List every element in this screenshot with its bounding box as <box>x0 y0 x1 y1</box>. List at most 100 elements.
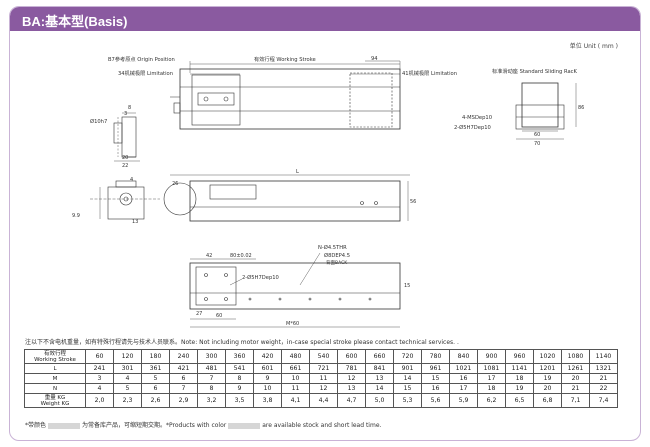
dim-27: 27 <box>196 311 202 317</box>
table-cell: 6 <box>141 383 170 394</box>
bottom-view <box>189 252 401 328</box>
table-cell: 900 <box>477 349 506 364</box>
table-cell: 7 <box>197 373 226 384</box>
table-cell: 1201 <box>533 363 562 374</box>
table-cell: 840 <box>449 349 478 364</box>
table-cell: 13 <box>337 383 366 394</box>
dim-13: 13 <box>132 219 138 225</box>
dim-3: 3 <box>124 111 127 117</box>
row-header-line1: N <box>52 385 58 392</box>
table-cell: 420 <box>253 349 282 364</box>
table-cell: 481 <box>197 363 226 374</box>
dim-80: 80±0.02 <box>230 253 252 259</box>
table-cell: 16 <box>421 383 450 394</box>
table-cell: 12 <box>337 373 366 384</box>
table-cell: 661 <box>281 363 310 374</box>
technical-drawing: B7参考原点 Origin Position 34机械极限 Limitation… <box>72 55 584 328</box>
dim-9-9: 9.9 <box>72 213 80 219</box>
table-cell: 1080 <box>561 349 590 364</box>
table-cell: 16 <box>449 373 478 384</box>
table-cell: 721 <box>309 363 338 374</box>
table-cell: 4,7 <box>337 393 366 408</box>
table-cell: 6,8 <box>533 393 562 408</box>
table-cell: 15 <box>393 383 422 394</box>
table-cell: 2,6 <box>141 393 170 408</box>
table-cell: 960 <box>505 349 534 364</box>
dim-15: 15 <box>404 283 410 289</box>
table-cell: 841 <box>365 363 394 374</box>
note-text: 注以下不含电机重量，如有特殊行程请先与技术人员联系。Note: Not incl… <box>25 339 459 346</box>
table-cell: 3,5 <box>225 393 254 408</box>
table-cell: 4,1 <box>281 393 310 408</box>
table-cell: 1141 <box>505 363 534 374</box>
table-cell: 5 <box>141 373 170 384</box>
table-cell: 5,9 <box>449 393 478 408</box>
table-cell: 10 <box>281 373 310 384</box>
dim-22: 22 <box>122 163 128 169</box>
row-header: M <box>24 373 86 384</box>
table-cell: 22 <box>589 383 618 394</box>
table-cell: 6 <box>169 373 198 384</box>
row-header: L <box>24 363 86 374</box>
dim-86-rack: 86 <box>578 105 584 111</box>
row-header-line1: M <box>52 375 58 382</box>
table-cell: 19 <box>533 373 562 384</box>
table-cell: 10 <box>253 383 282 394</box>
table-cell: 15 <box>421 373 450 384</box>
table-cell: 8 <box>225 373 254 384</box>
nthr-label: N-Ø4.5THR <box>318 244 347 251</box>
table-cell: 720 <box>393 349 422 364</box>
front-view <box>163 174 410 222</box>
table-cell: 961 <box>421 363 450 374</box>
row-header-line1: 有效行程 <box>43 350 66 357</box>
row-header: N <box>24 383 86 394</box>
table-cell: 901 <box>393 363 422 374</box>
row-header-line1: 重量 KG <box>44 394 66 401</box>
table-cell: 7 <box>169 383 198 394</box>
dim-94: 94 <box>371 56 378 62</box>
unit-label: 单位 Unit ( mm ) <box>569 43 618 50</box>
table-cell: 3,8 <box>253 393 282 408</box>
table-cell: 240 <box>169 349 198 364</box>
table-cell: 301 <box>113 363 142 374</box>
table-cell: 8 <box>197 383 226 394</box>
row-header-line2: Working Stroke <box>34 356 76 363</box>
table-cell: 1261 <box>561 363 590 374</box>
dim-56: 56 <box>410 199 416 205</box>
table-cell: 9 <box>253 373 282 384</box>
table-cell: 17 <box>477 373 506 384</box>
color-swatch <box>48 422 81 429</box>
table-cell: 14 <box>365 383 394 394</box>
footnote-before: *带颜色 <box>25 422 47 429</box>
h7dep-label: 2-Ø5H7Dep10 <box>454 124 491 131</box>
top-view <box>170 60 401 130</box>
page-title: BA:基本型(Basis) <box>22 14 128 29</box>
table-cell: 20 <box>561 373 590 384</box>
table-cell: 360 <box>225 349 254 364</box>
table-cell: 180 <box>141 349 170 364</box>
table-cell: 3 <box>85 373 114 384</box>
dim-4: 4 <box>130 177 133 183</box>
title-bar: BA:基本型(Basis) <box>10 7 640 31</box>
limit-right-label: 41机械极限 Limitation <box>402 69 457 77</box>
table-cell: 6,5 <box>505 393 534 408</box>
dim-60-rack: 60 <box>534 132 540 138</box>
table-cell: 7,4 <box>589 393 618 408</box>
table-cell: 480 <box>281 349 310 364</box>
table-cell: 11 <box>281 383 310 394</box>
table-cell: 5,6 <box>421 393 450 408</box>
dim-L-front: L <box>296 169 299 175</box>
table-cell: 4,4 <box>309 393 338 408</box>
dep-label: Ø8DEP4.5 <box>324 252 350 259</box>
table-cell: 601 <box>253 363 282 374</box>
table-cell: 540 <box>309 349 338 364</box>
table-cell: 241 <box>85 363 114 374</box>
table-cell: 4 <box>113 373 142 384</box>
